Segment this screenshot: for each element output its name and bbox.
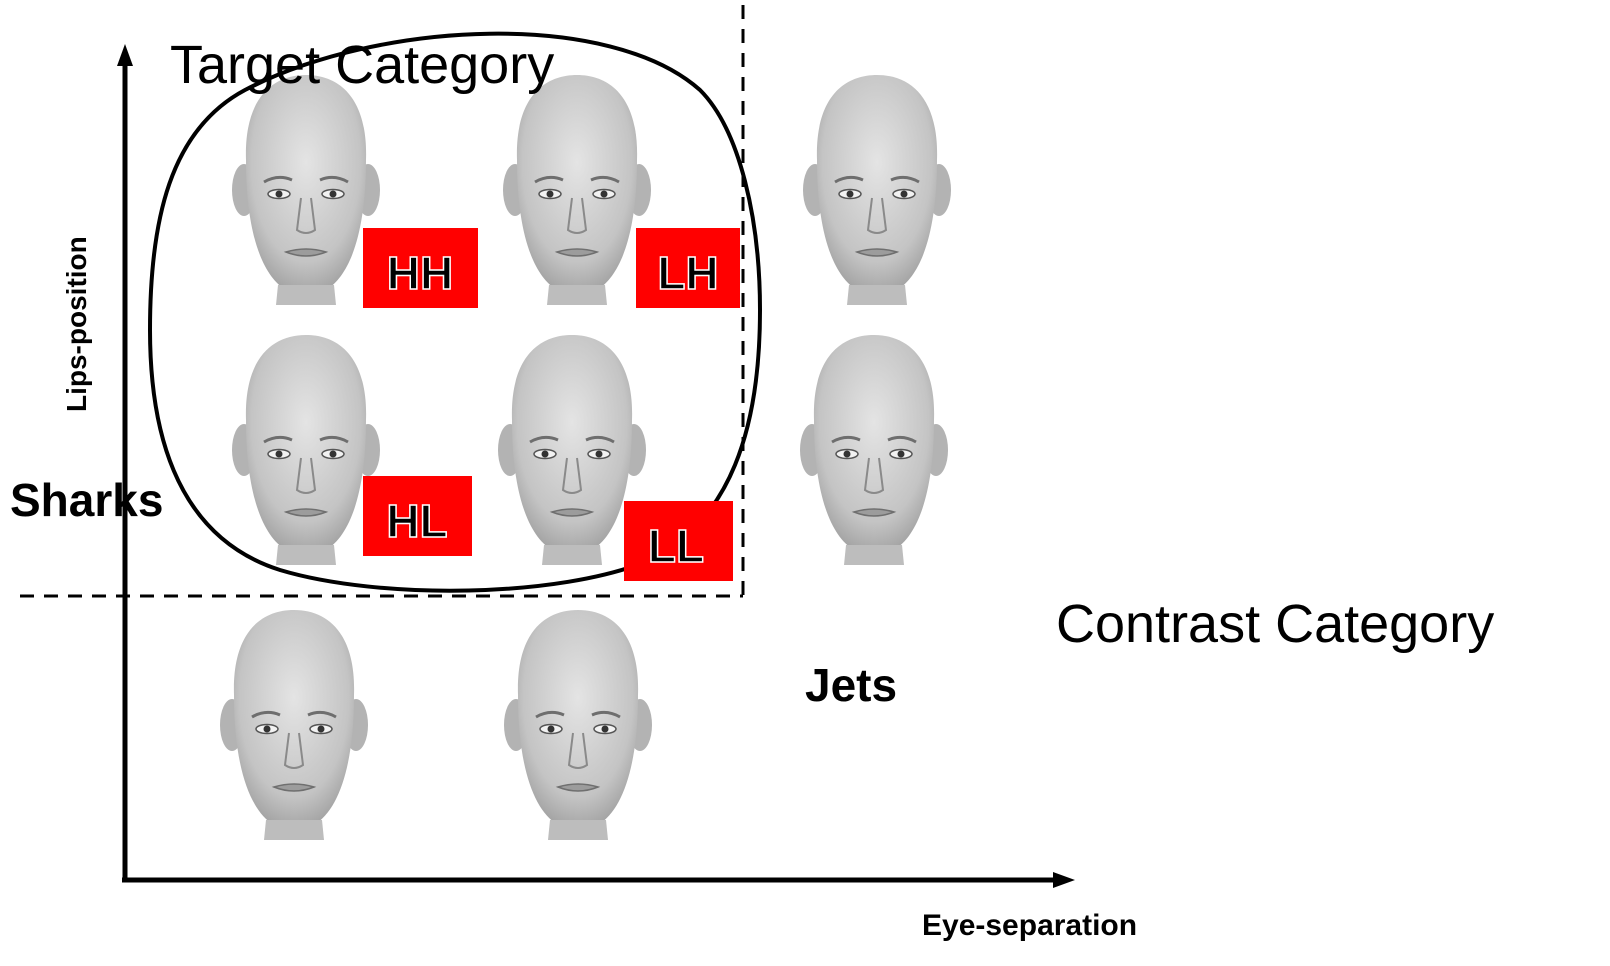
tag-hh-label: HH (387, 247, 453, 299)
y-axis (117, 44, 133, 882)
contrast-category-title: Contrast Category (1056, 594, 1494, 654)
face-row1-col1 (230, 73, 382, 307)
tag-lh-label: LH (657, 247, 718, 299)
face-row2-col1 (230, 333, 382, 567)
face-row3-col2 (502, 608, 654, 842)
tag-ll: LL (624, 501, 733, 581)
x-axis (122, 872, 1075, 888)
tag-hl-label: HL (386, 495, 447, 547)
face-row1-col3 (801, 73, 953, 307)
target-category-title: Target Category (170, 35, 554, 95)
tag-hh: HH (363, 228, 478, 308)
face-row2-col2 (496, 333, 648, 567)
x-axis-label: Eye-separation (922, 909, 1137, 942)
tag-lh: LH (636, 228, 740, 308)
jets-label: Jets (805, 659, 897, 711)
y-axis-label: Lips-position (61, 236, 92, 412)
sharks-label: Sharks (10, 474, 163, 526)
face-row2-col3 (798, 333, 950, 567)
tag-ll-label: LL (648, 520, 704, 572)
face-row3-col1 (218, 608, 370, 842)
face-row1-col2 (501, 73, 653, 307)
tag-hl: HL (363, 476, 472, 556)
